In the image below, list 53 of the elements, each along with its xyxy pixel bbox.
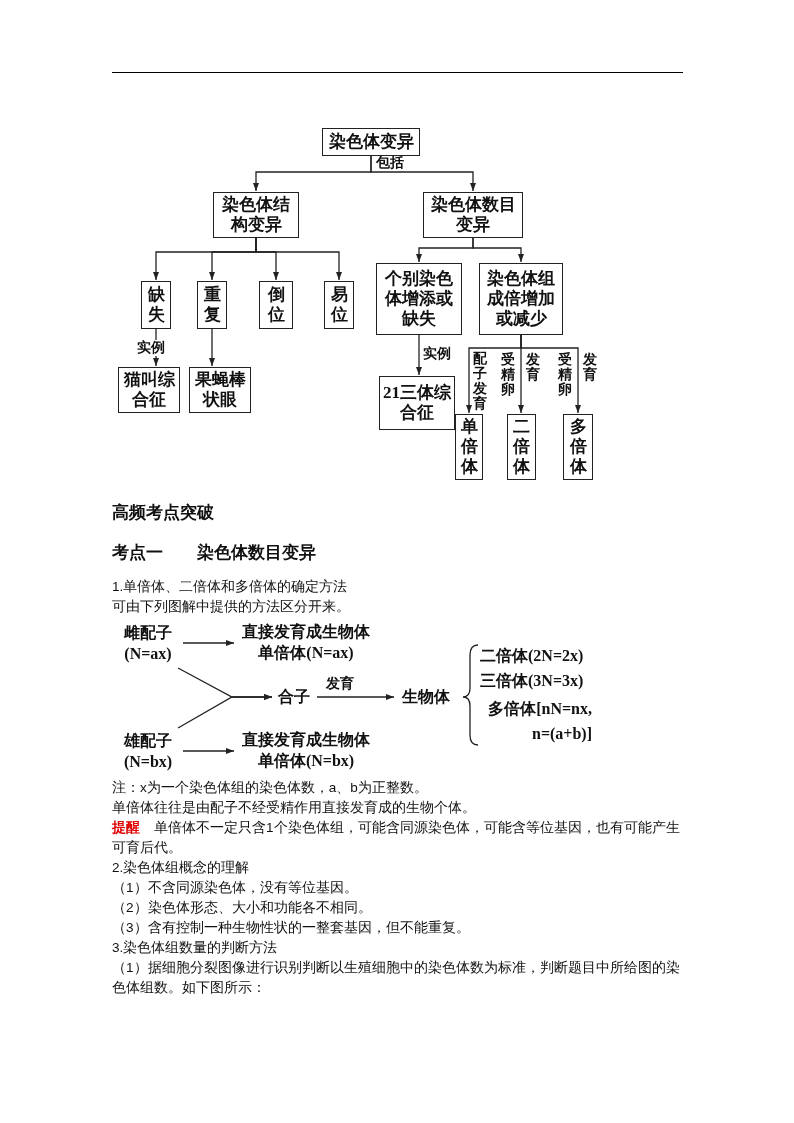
arrow — [209, 328, 215, 367]
concept-box: 21三体综合征 — [379, 376, 455, 430]
term-text: 多倍体[nN=nx, n=(a+b)] — [487, 699, 592, 745]
concept-box: 果蝇棒状眼 — [189, 367, 251, 413]
arrow — [416, 334, 422, 376]
concept-box: 缺失 — [141, 281, 171, 329]
concept-box: 多倍体 — [563, 414, 593, 480]
concept-box: 易位 — [324, 281, 354, 329]
concept-box: 二倍体 — [507, 414, 536, 480]
arrow — [255, 237, 342, 281]
term-text: 二倍体(2N=2x) — [480, 646, 584, 666]
concept-box: 染色体变异 — [322, 128, 420, 156]
paragraph: （3）含有控制一种生物性状的一整套基因，但不能重复。 — [112, 919, 471, 937]
concept-box: 倒位 — [259, 281, 293, 329]
edge-label: 受精卵发育 — [558, 352, 598, 398]
paragraph: 可由下列图解中提供的方法区分开来。 — [112, 598, 351, 616]
paragraph: （2）染色体形态、大小和功能各不相同。 — [112, 899, 373, 917]
concept-box: 染色体数目变异 — [423, 192, 523, 238]
arrow — [182, 640, 235, 646]
term-text: 直接发育成生物体 单倍体(N=ax) — [236, 621, 376, 665]
concept-box: 猫叫综合征 — [118, 367, 180, 413]
paragraph: 单倍体往往是由配子不经受精作用直接发育成的生物个体。 — [112, 799, 477, 817]
term-text: 雌配子 (N=ax) — [116, 622, 180, 666]
term-text: 直接发育成生物体 单倍体(N=bx) — [236, 729, 376, 773]
paragraph: 2.染色体组概念的理解 — [112, 859, 251, 877]
term-text: 三倍体(3N=3x) — [480, 671, 584, 691]
edge-label: 受精卵发育 — [501, 352, 541, 398]
paragraph: 提醒 单倍体不一定只含1个染色体组，可能含同源染色体，可能含等位基因，也有可能产生可育后代。 — [112, 819, 681, 857]
section-heading: 考点一 染色体数目变异 — [112, 543, 317, 563]
concept-box: 染色体组成倍增加或减少 — [479, 263, 563, 335]
concept-box: 染色体结构变异 — [213, 192, 299, 238]
concept-box: 重复 — [197, 281, 227, 329]
arrow — [520, 334, 581, 414]
term-text: 雄配子 (N=bx) — [116, 730, 180, 774]
paragraph: 1.单倍体、二倍体和多倍体的确定方法 — [112, 578, 349, 596]
arrow — [316, 694, 395, 700]
paragraph: （1）不含同源染色体，没有等位基因。 — [112, 879, 359, 897]
paragraph: 注：x为一个染色体组的染色体数，a、b为正整数。 — [112, 779, 429, 797]
concept-box: 单倍体 — [455, 414, 483, 480]
arrow — [472, 237, 524, 263]
concept-box: 个别染色体增添或缺失 — [376, 263, 462, 335]
edge-label: 配子发育 — [473, 351, 488, 411]
edge-label: 实例 — [137, 340, 165, 356]
edge-label: 实例 — [423, 346, 451, 362]
term-text: 生物体 — [396, 686, 456, 708]
term-text: 合子 — [274, 686, 314, 708]
arrow — [370, 155, 476, 192]
paragraph: （1）据细胞分裂图像进行识别判断以生殖细胞中的染色体数为标准，判断题目中所给图的染色体组数。如下图所示： — [112, 959, 681, 997]
section-heading: 高频考点突破 — [112, 503, 215, 523]
paragraph: 3.染色体组数量的判断方法 — [112, 939, 279, 957]
edge-label: 发育 — [326, 676, 354, 692]
arrow — [177, 694, 273, 729]
arrow — [182, 748, 235, 754]
